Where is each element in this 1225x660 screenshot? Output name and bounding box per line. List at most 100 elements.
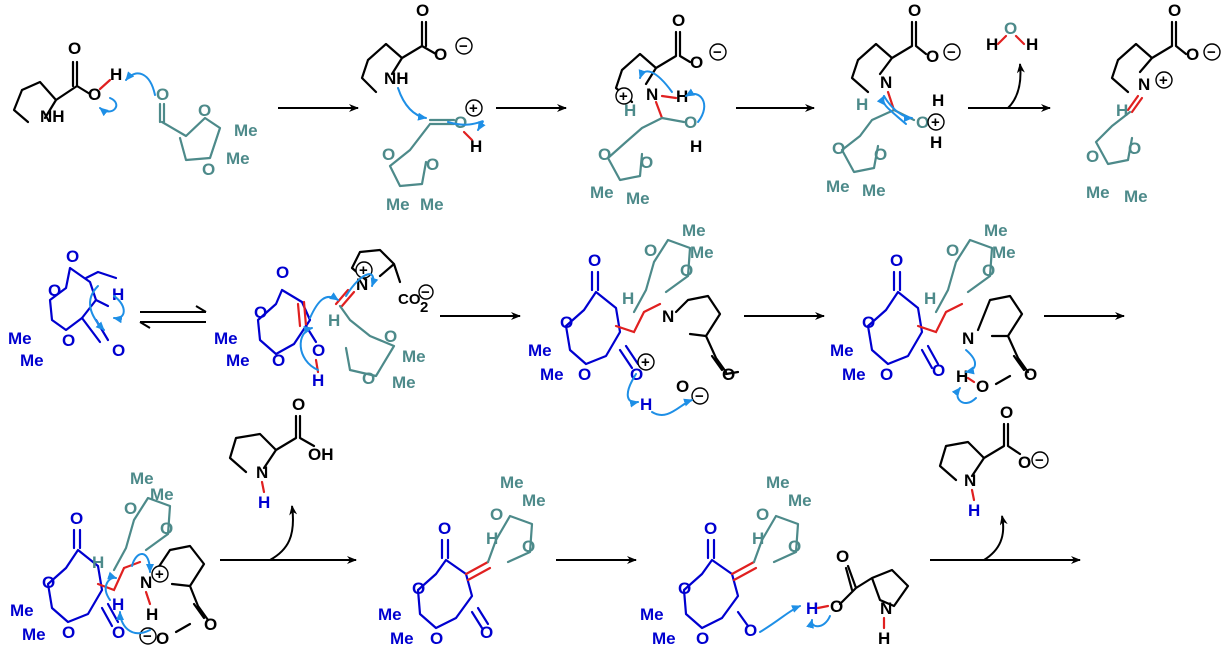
- curly-arrow: [397, 87, 427, 121]
- carbonyl-o-label: O: [836, 547, 849, 566]
- ring-o-label: O: [124, 499, 137, 518]
- carbonyl-o-label: O: [1000, 403, 1013, 422]
- carboxylate-o-label: O: [926, 47, 939, 66]
- methyl-label: Me: [226, 149, 250, 168]
- curly-arrow: [876, 95, 907, 125]
- ring-o-label: O: [880, 365, 893, 384]
- carboxylate-label: CO: [398, 291, 421, 308]
- ring-o-label: O: [640, 153, 653, 172]
- methyl-label: Me: [690, 243, 714, 262]
- ring-o-label: O: [696, 629, 709, 648]
- structure-protonated-hemiaminal: N O O − O + H H H O O Me Me: [826, 1, 961, 200]
- methyl-label: Me: [378, 605, 402, 624]
- svg-text:+: +: [931, 114, 940, 131]
- alpha-h-label: H: [486, 529, 498, 548]
- methyl-label: Me: [1124, 187, 1148, 206]
- carbonyl-o-label: O: [908, 1, 921, 20]
- ammonium-n-label: N: [140, 573, 152, 592]
- carbonyl-o-label: O: [112, 341, 125, 360]
- svg-text:−: −: [1207, 44, 1216, 61]
- methyl-label: Me: [640, 605, 664, 624]
- svg-text:−: −: [421, 284, 430, 301]
- carbonyl-o-label: O: [1024, 365, 1037, 384]
- amine-h-label: H: [258, 493, 270, 512]
- methyl-label: Me: [766, 473, 790, 492]
- curly-arrow: [626, 373, 639, 408]
- ring-o-label: O: [644, 241, 657, 260]
- curly-arrow: [345, 273, 379, 297]
- ring-o-label: O: [362, 369, 375, 388]
- structure-enol-and-iminium: O O O Me Me O H N + CO 2 − H O O Me Me: [214, 248, 434, 392]
- proton-h-label: H: [640, 395, 652, 414]
- ring-o-label: O: [522, 537, 535, 556]
- acid-h-label: H: [956, 367, 968, 386]
- oxonium-o-label: O: [916, 113, 929, 132]
- amine-n-label: N: [880, 599, 892, 618]
- ring-o-label: O: [946, 241, 959, 260]
- curly-arrow: [685, 88, 706, 123]
- ring-o-label: O: [1128, 139, 1141, 158]
- methyl-label: Me: [130, 469, 154, 488]
- alpha-h-label: H: [924, 289, 936, 308]
- carboxylate-o-label: O: [830, 597, 843, 616]
- methyl-label: Me: [528, 341, 552, 360]
- carboxylate-o-label: O: [676, 377, 689, 396]
- ring-o-label: O: [560, 313, 573, 332]
- carbonyl-o-label: O: [416, 1, 429, 20]
- water-h-label: H: [1026, 35, 1038, 54]
- hydroxyl-o-label: O: [88, 85, 101, 104]
- curly-arrow: [806, 615, 831, 629]
- amine-n-label: N: [662, 307, 674, 326]
- active-h-label: H: [112, 285, 124, 304]
- acid-h-label: H: [806, 599, 818, 618]
- ring-o-label: O: [62, 623, 75, 642]
- acid-h-label: H: [110, 65, 122, 84]
- ring-o-label: O: [160, 519, 173, 538]
- methyl-label: Me: [226, 351, 250, 370]
- ring-o-label: O: [202, 160, 215, 179]
- alpha-h-label: H: [92, 553, 104, 572]
- ring-o-label: O: [42, 573, 55, 592]
- methyl-label: Me: [652, 629, 676, 648]
- carbonyl-o-label: O: [66, 247, 79, 266]
- n-h-label: H: [146, 605, 158, 624]
- ring-o-label: O: [384, 327, 397, 346]
- ring-o-label: O: [382, 145, 395, 164]
- carbonyl-o-label: O: [292, 395, 305, 414]
- curly-arrow: [309, 292, 339, 319]
- methyl-label: Me: [20, 351, 44, 370]
- svg-text:−: −: [695, 388, 704, 405]
- methyl-label: Me: [522, 491, 546, 510]
- amine-n-label: N: [880, 73, 892, 92]
- methyl-label: Me: [830, 341, 854, 360]
- oxonium-h-label: H: [930, 133, 942, 152]
- ring-o-label: O: [254, 303, 267, 322]
- svg-text:−: −: [1035, 452, 1044, 469]
- carbonyl-o-label: O: [672, 11, 685, 30]
- methyl-label: Me: [22, 625, 46, 644]
- equilibrium-arrows: [139, 305, 207, 329]
- ammonium-n-label: N: [646, 85, 658, 104]
- methyl-label: Me: [392, 373, 416, 392]
- structure-hemiaminal: N + H O O − O H H O O Me Me: [590, 11, 727, 208]
- carboxylate-o-label: O: [690, 53, 703, 72]
- curly-arrow: [116, 611, 151, 635]
- carbonyl-o-label: O: [70, 509, 83, 528]
- ring-o-label: O: [862, 313, 875, 332]
- carbonyl-o-label: O: [480, 623, 493, 642]
- carboxylate-subscript: 2: [420, 299, 428, 316]
- ring-o-label: O: [756, 505, 769, 524]
- byproduct-proline: N H O OH: [228, 395, 334, 512]
- alpha-h-label: H: [856, 95, 868, 114]
- structure-alkylidene-meldrums: O O O Me Me O H O O Me Me: [378, 473, 546, 648]
- carbonyl-o-label: O: [890, 251, 903, 270]
- ring-o-label: O: [198, 101, 211, 120]
- ring-o-label: O: [48, 281, 61, 300]
- ring-o-label: O: [1086, 147, 1099, 166]
- methyl-label: Me: [682, 221, 706, 240]
- svg-text:−: −: [143, 628, 152, 645]
- methyl-label: Me: [150, 485, 174, 504]
- amine-n-label: N: [962, 329, 974, 348]
- methyl-label: Me: [420, 195, 444, 214]
